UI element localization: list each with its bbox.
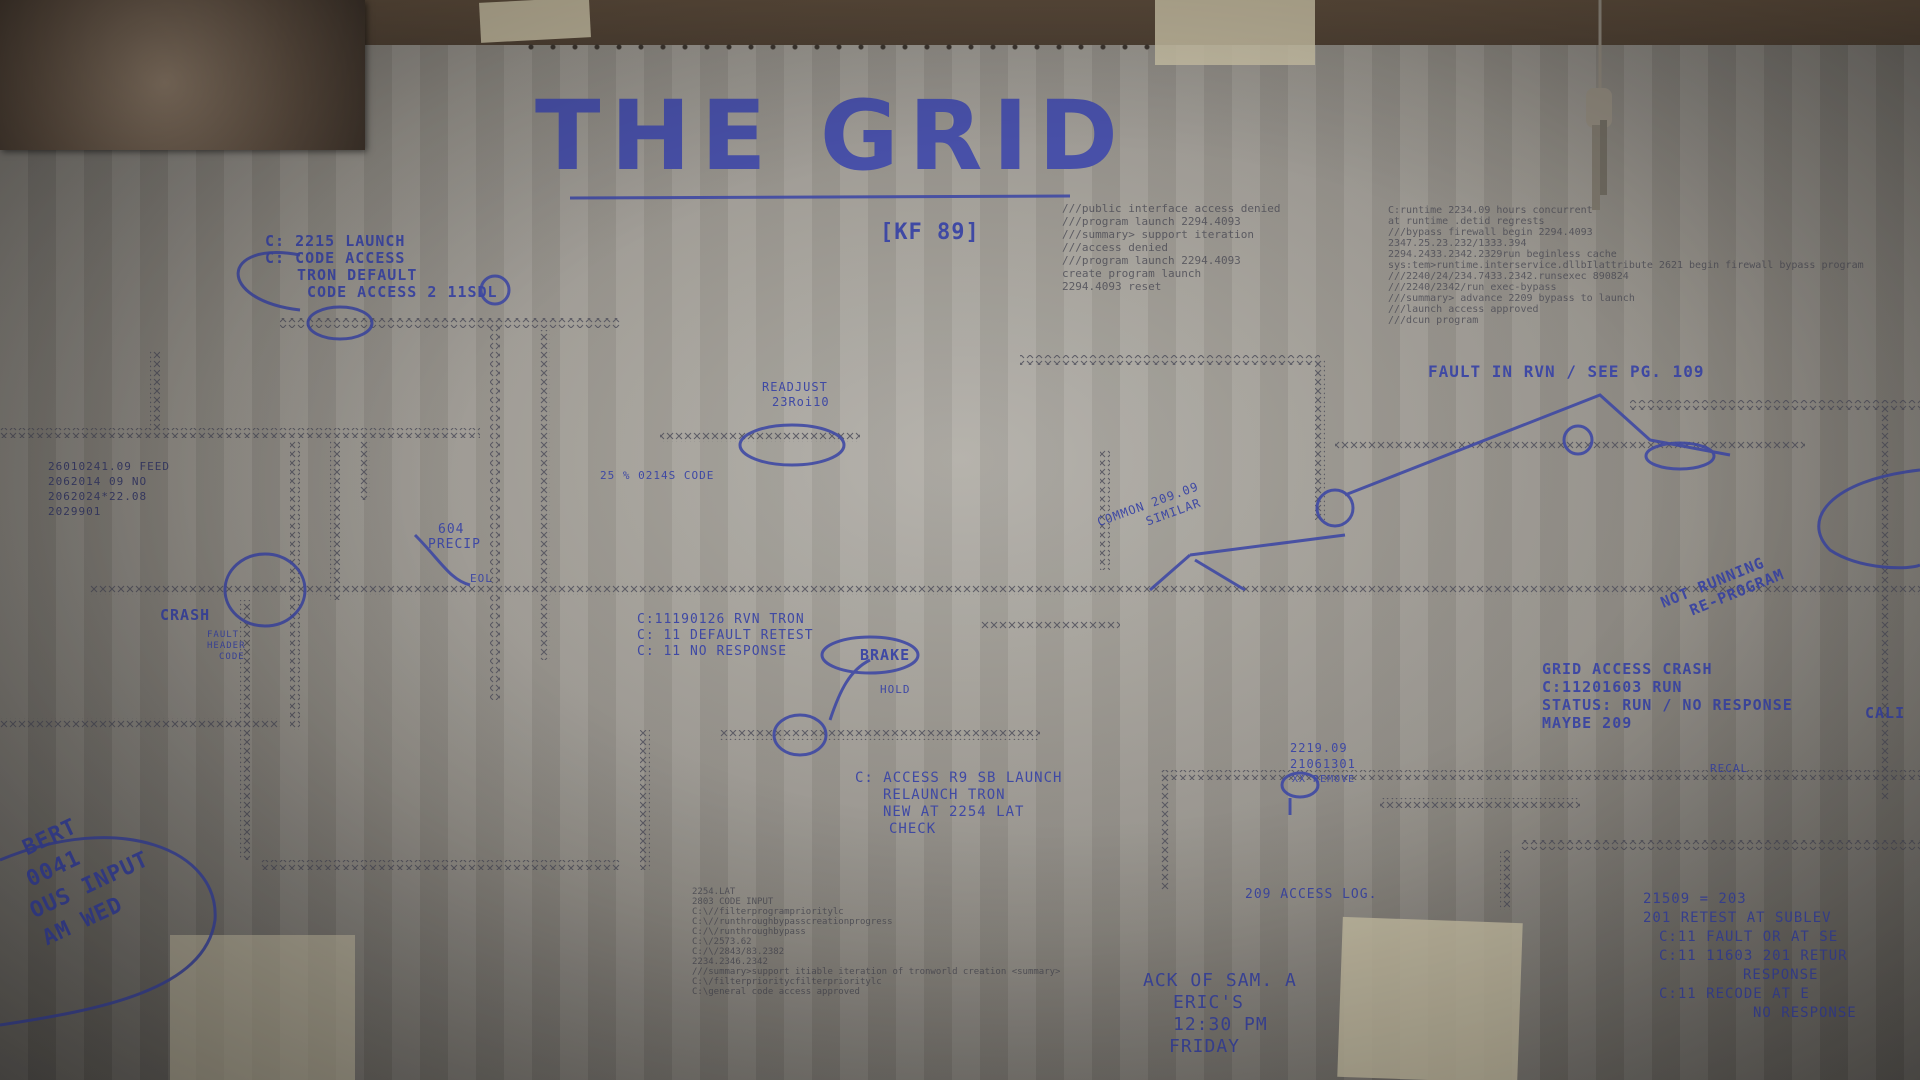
hold-label: HOLD xyxy=(880,683,911,696)
crash-label: CRASH xyxy=(160,606,211,624)
pinned-photo xyxy=(0,0,365,150)
circled-number: 2 xyxy=(427,283,438,301)
access-launch-notes: C: ACCESS R9 SB LAUNCH RELAUNCH TRON NEW… xyxy=(855,770,1063,837)
bottom-right-notes: 21509 = 203 201 RETEST AT SUBLEV C:11 FA… xyxy=(1643,891,1857,1021)
title-tag: [KF 89] xyxy=(880,220,980,245)
fault-note: FAULT IN RVN / SEE PG. 109 xyxy=(1428,362,1705,381)
printout-top-center: ///public interface access denied ///pro… xyxy=(1062,202,1281,293)
page-title: THE GRID xyxy=(535,80,1128,192)
tron-retest-notes: C:11190126 RVN TRON C: 11 DEFAULT RETEST… xyxy=(637,612,814,659)
printout-top-right: C:runtime 2234.09 hours concurrent at ru… xyxy=(1388,205,1864,326)
left-feed-notes: 26010241.09 FEED 2062014 09 NO 2062024*2… xyxy=(48,460,170,518)
readjust-note: READJUST 23Roi10 xyxy=(762,380,830,409)
remove-note: 2219.09 21061301 XX REMOVE xyxy=(1290,741,1356,785)
eol-note: EOL xyxy=(470,572,493,585)
pinned-note-top-right xyxy=(1155,0,1315,65)
launch-notes: C: 2215 LAUNCH C: CODE ACCESS TRON DEFAU… xyxy=(265,232,498,301)
hanging-keys-icon xyxy=(1586,0,1612,210)
brake-label: BRAKE xyxy=(860,646,911,664)
tractor-feed-holes xyxy=(520,40,1160,54)
pinned-note-bottom-left xyxy=(170,935,355,1080)
grid-printout-paper xyxy=(0,45,1920,1080)
recal-label: RECAL xyxy=(1710,762,1749,775)
printout-bottom-center: 2254.LAT 2803 CODE INPUT C:\//filterprog… xyxy=(692,887,1061,997)
access-log-note: 209 ACCESS LOG. xyxy=(1245,887,1378,902)
cali-label: CALI xyxy=(1865,704,1906,722)
grid-crash-notes: GRID ACCESS CRASH C:11201603 RUN STATUS:… xyxy=(1542,660,1793,732)
ack-note: ACK OF SAM. A ERIC'S 12:30 PM FRIDAY xyxy=(1143,970,1297,1057)
crash-sub-notes: FAULT HEADER CODE xyxy=(207,630,246,662)
code-note: 25 % 0214S CODE xyxy=(600,469,715,482)
precip-note: 604 PRECIP xyxy=(428,522,481,552)
